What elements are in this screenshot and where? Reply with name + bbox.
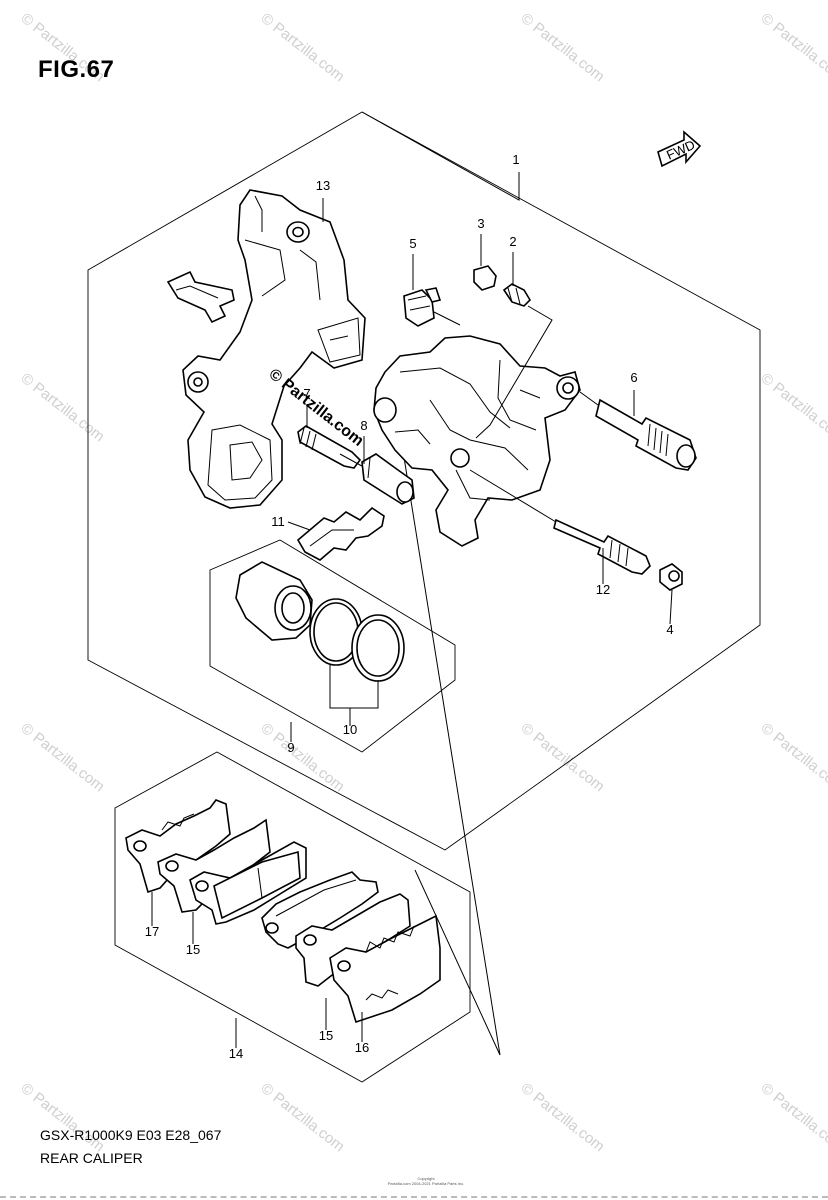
callout-leader-c4 xyxy=(669,589,673,625)
leader-5 xyxy=(433,311,461,326)
callout-c7: 7 xyxy=(303,386,310,401)
callout-leader-c11 xyxy=(287,521,311,531)
callout-c14: 14 xyxy=(229,1046,243,1061)
callout-c2: 2 xyxy=(509,234,516,249)
watermark-9: © Partzilla.com xyxy=(758,720,828,796)
caliper-to-pad-leader xyxy=(397,419,501,1056)
watermark-5: © Partzilla.com xyxy=(758,370,828,446)
fwd-label: FWD xyxy=(664,137,697,163)
caliper-bracket xyxy=(182,189,366,509)
callout-c10: 10 xyxy=(343,722,357,737)
shim-right-inner xyxy=(295,893,411,987)
callout-c6: 6 xyxy=(630,370,637,385)
watermark-8: © Partzilla.com xyxy=(518,720,608,796)
caliper-assembly-boundary xyxy=(87,111,761,851)
callout-c15b: 15 xyxy=(319,1028,333,1043)
copyright-line-1: Copyright xyxy=(417,1176,435,1181)
bleeder-valve xyxy=(502,283,532,307)
watermark-13: © Partzilla.com xyxy=(758,1080,828,1156)
callout-c8: 8 xyxy=(360,418,367,433)
callout-c17: 17 xyxy=(145,924,159,939)
leader-6 xyxy=(579,391,599,406)
fwd-direction-arrow: FWD xyxy=(657,130,702,168)
callout-c13: 13 xyxy=(316,178,330,193)
leader-12 xyxy=(469,469,557,523)
retaining-clip xyxy=(166,270,235,324)
watermark-2: © Partzilla.com xyxy=(518,10,608,86)
callout-c11: 11 xyxy=(271,514,285,529)
page-bottom-border xyxy=(0,1196,828,1198)
pad-pin xyxy=(297,425,362,469)
piston-group-boundary xyxy=(209,539,456,753)
watermark-1: © Partzilla.com xyxy=(258,10,348,86)
pad-right xyxy=(261,871,379,949)
watermark-11: © Partzilla.com xyxy=(258,1080,348,1156)
pin-bolt xyxy=(361,453,415,505)
shim-right-outer xyxy=(329,914,441,1024)
cap xyxy=(473,265,497,291)
piston-seal xyxy=(309,598,363,666)
diagram-code: GSX-R1000K9 E03 E28_067 xyxy=(40,1127,222,1143)
caliper-body xyxy=(373,335,581,547)
watermark-10: © Partzilla.com xyxy=(18,1080,108,1156)
pad-spring xyxy=(296,506,385,561)
callout-c12: 12 xyxy=(596,582,610,597)
shim-left-inner xyxy=(157,818,271,913)
pad-set-boundary xyxy=(114,751,471,1083)
callout-c4: 4 xyxy=(666,622,673,637)
diagram-name: REAR CALIPER xyxy=(40,1150,143,1166)
slide-pin-lower xyxy=(553,518,651,575)
callout-c1: 1 xyxy=(512,152,519,167)
callout-c3: 3 xyxy=(477,216,484,231)
slide-pin-upper xyxy=(595,398,697,471)
figure-title: FIG.67 xyxy=(38,56,115,83)
piston xyxy=(235,561,313,641)
leader-2 xyxy=(475,305,553,439)
watermark-4: © Partzilla.com xyxy=(18,370,108,446)
copyright-note: Copyright Partzilla.com 2004-2021 Partzi… xyxy=(356,1176,496,1186)
bleeder-cap xyxy=(403,287,442,327)
callout-leader-c1 xyxy=(361,111,520,201)
dust-seal xyxy=(351,614,405,682)
plug xyxy=(659,563,683,591)
watermark-3: © Partzilla.com xyxy=(758,10,828,86)
pad-left xyxy=(189,841,307,925)
callout-c9: 9 xyxy=(287,740,294,755)
callout-c5: 5 xyxy=(409,236,416,251)
shim-left-outer xyxy=(125,799,231,894)
copyright-line-2: Partzilla.com 2004-2021 Partzilla Parts … xyxy=(387,1181,465,1186)
leader-10 xyxy=(329,665,379,709)
callout-c16: 16 xyxy=(355,1040,369,1055)
watermark-12: © Partzilla.com xyxy=(518,1080,608,1156)
watermark-6: © Partzilla.com xyxy=(18,720,108,796)
callout-c15a: 15 xyxy=(186,942,200,957)
